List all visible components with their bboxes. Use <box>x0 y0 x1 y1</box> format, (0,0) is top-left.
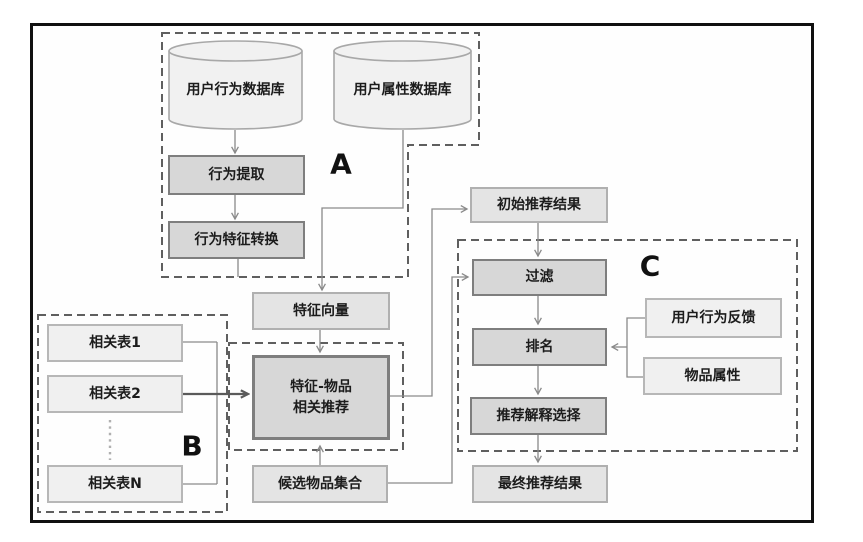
node-label: 用户行为反馈 <box>671 309 756 326</box>
node-final-recommendation-result: 最终推荐结果 <box>472 465 608 503</box>
node-ranking: 排名 <box>472 328 607 366</box>
edge-feature-item-to-initial <box>390 205 469 397</box>
node-label: 物品属性 <box>684 367 741 384</box>
node-label: 排名 <box>525 338 554 355</box>
node-label: 过滤 <box>525 269 554 286</box>
region-b-outline <box>37 314 228 513</box>
region-b-label: B <box>181 429 203 463</box>
node-label: 最终推荐结果 <box>498 475 582 492</box>
connectors <box>183 130 645 485</box>
node-label: 行为特征转换 <box>194 231 279 248</box>
node-feature-item-recommendation: 特征-物品 相关推荐 <box>252 355 390 440</box>
node-label: 相关表1 <box>89 334 141 351</box>
node-related-table-2: 相关表2 <box>47 375 183 413</box>
cylinder-shape <box>333 40 472 130</box>
node-candidate-item-set: 候选物品集合 <box>252 465 388 503</box>
node-user-behavior-feedback: 用户行为反馈 <box>645 298 782 338</box>
node-filtering: 过滤 <box>472 259 607 296</box>
node-label: 行为提取 <box>208 166 265 183</box>
node-feature-vector: 特征向量 <box>252 292 390 330</box>
node-label-line1: 特征-物品 <box>290 379 352 396</box>
node-label: 相关表N <box>88 475 142 492</box>
region-c-label: C <box>639 249 661 283</box>
node-label: 初始推荐结果 <box>497 196 581 213</box>
node-behavior-feature-conversion: 行为特征转换 <box>168 221 305 259</box>
node-label: 相关表2 <box>89 385 141 402</box>
node-user-attribute-db: 用户属性数据库 <box>333 40 472 130</box>
region-c-outline <box>457 239 798 452</box>
node-user-behavior-db: 用户行为数据库 <box>168 40 303 130</box>
node-label-line2: 相关推荐 <box>293 399 349 416</box>
region-a-label: A <box>330 147 352 181</box>
node-related-table-n: 相关表N <box>47 465 183 503</box>
cylinder-shape <box>168 40 303 130</box>
node-label: 用户行为数据库 <box>186 81 285 98</box>
node-label: 用户属性数据库 <box>353 81 452 98</box>
node-label: 候选物品集合 <box>278 475 362 492</box>
node-label: 特征向量 <box>293 302 349 319</box>
node-related-table-1: 相关表1 <box>47 324 183 362</box>
node-explanation-selection: 推荐解释选择 <box>470 397 607 435</box>
region-a-outline <box>161 32 480 278</box>
node-initial-recommendation-result: 初始推荐结果 <box>470 187 608 223</box>
node-behavior-extraction: 行为提取 <box>168 155 305 195</box>
edge-db2-to-feature-vector <box>318 130 404 292</box>
edge-candidate-to-filter <box>388 273 470 484</box>
node-item-attributes: 物品属性 <box>643 357 782 395</box>
node-label: 特征-物品 相关推荐 <box>290 377 352 418</box>
node-label: 推荐解释选择 <box>496 407 581 424</box>
